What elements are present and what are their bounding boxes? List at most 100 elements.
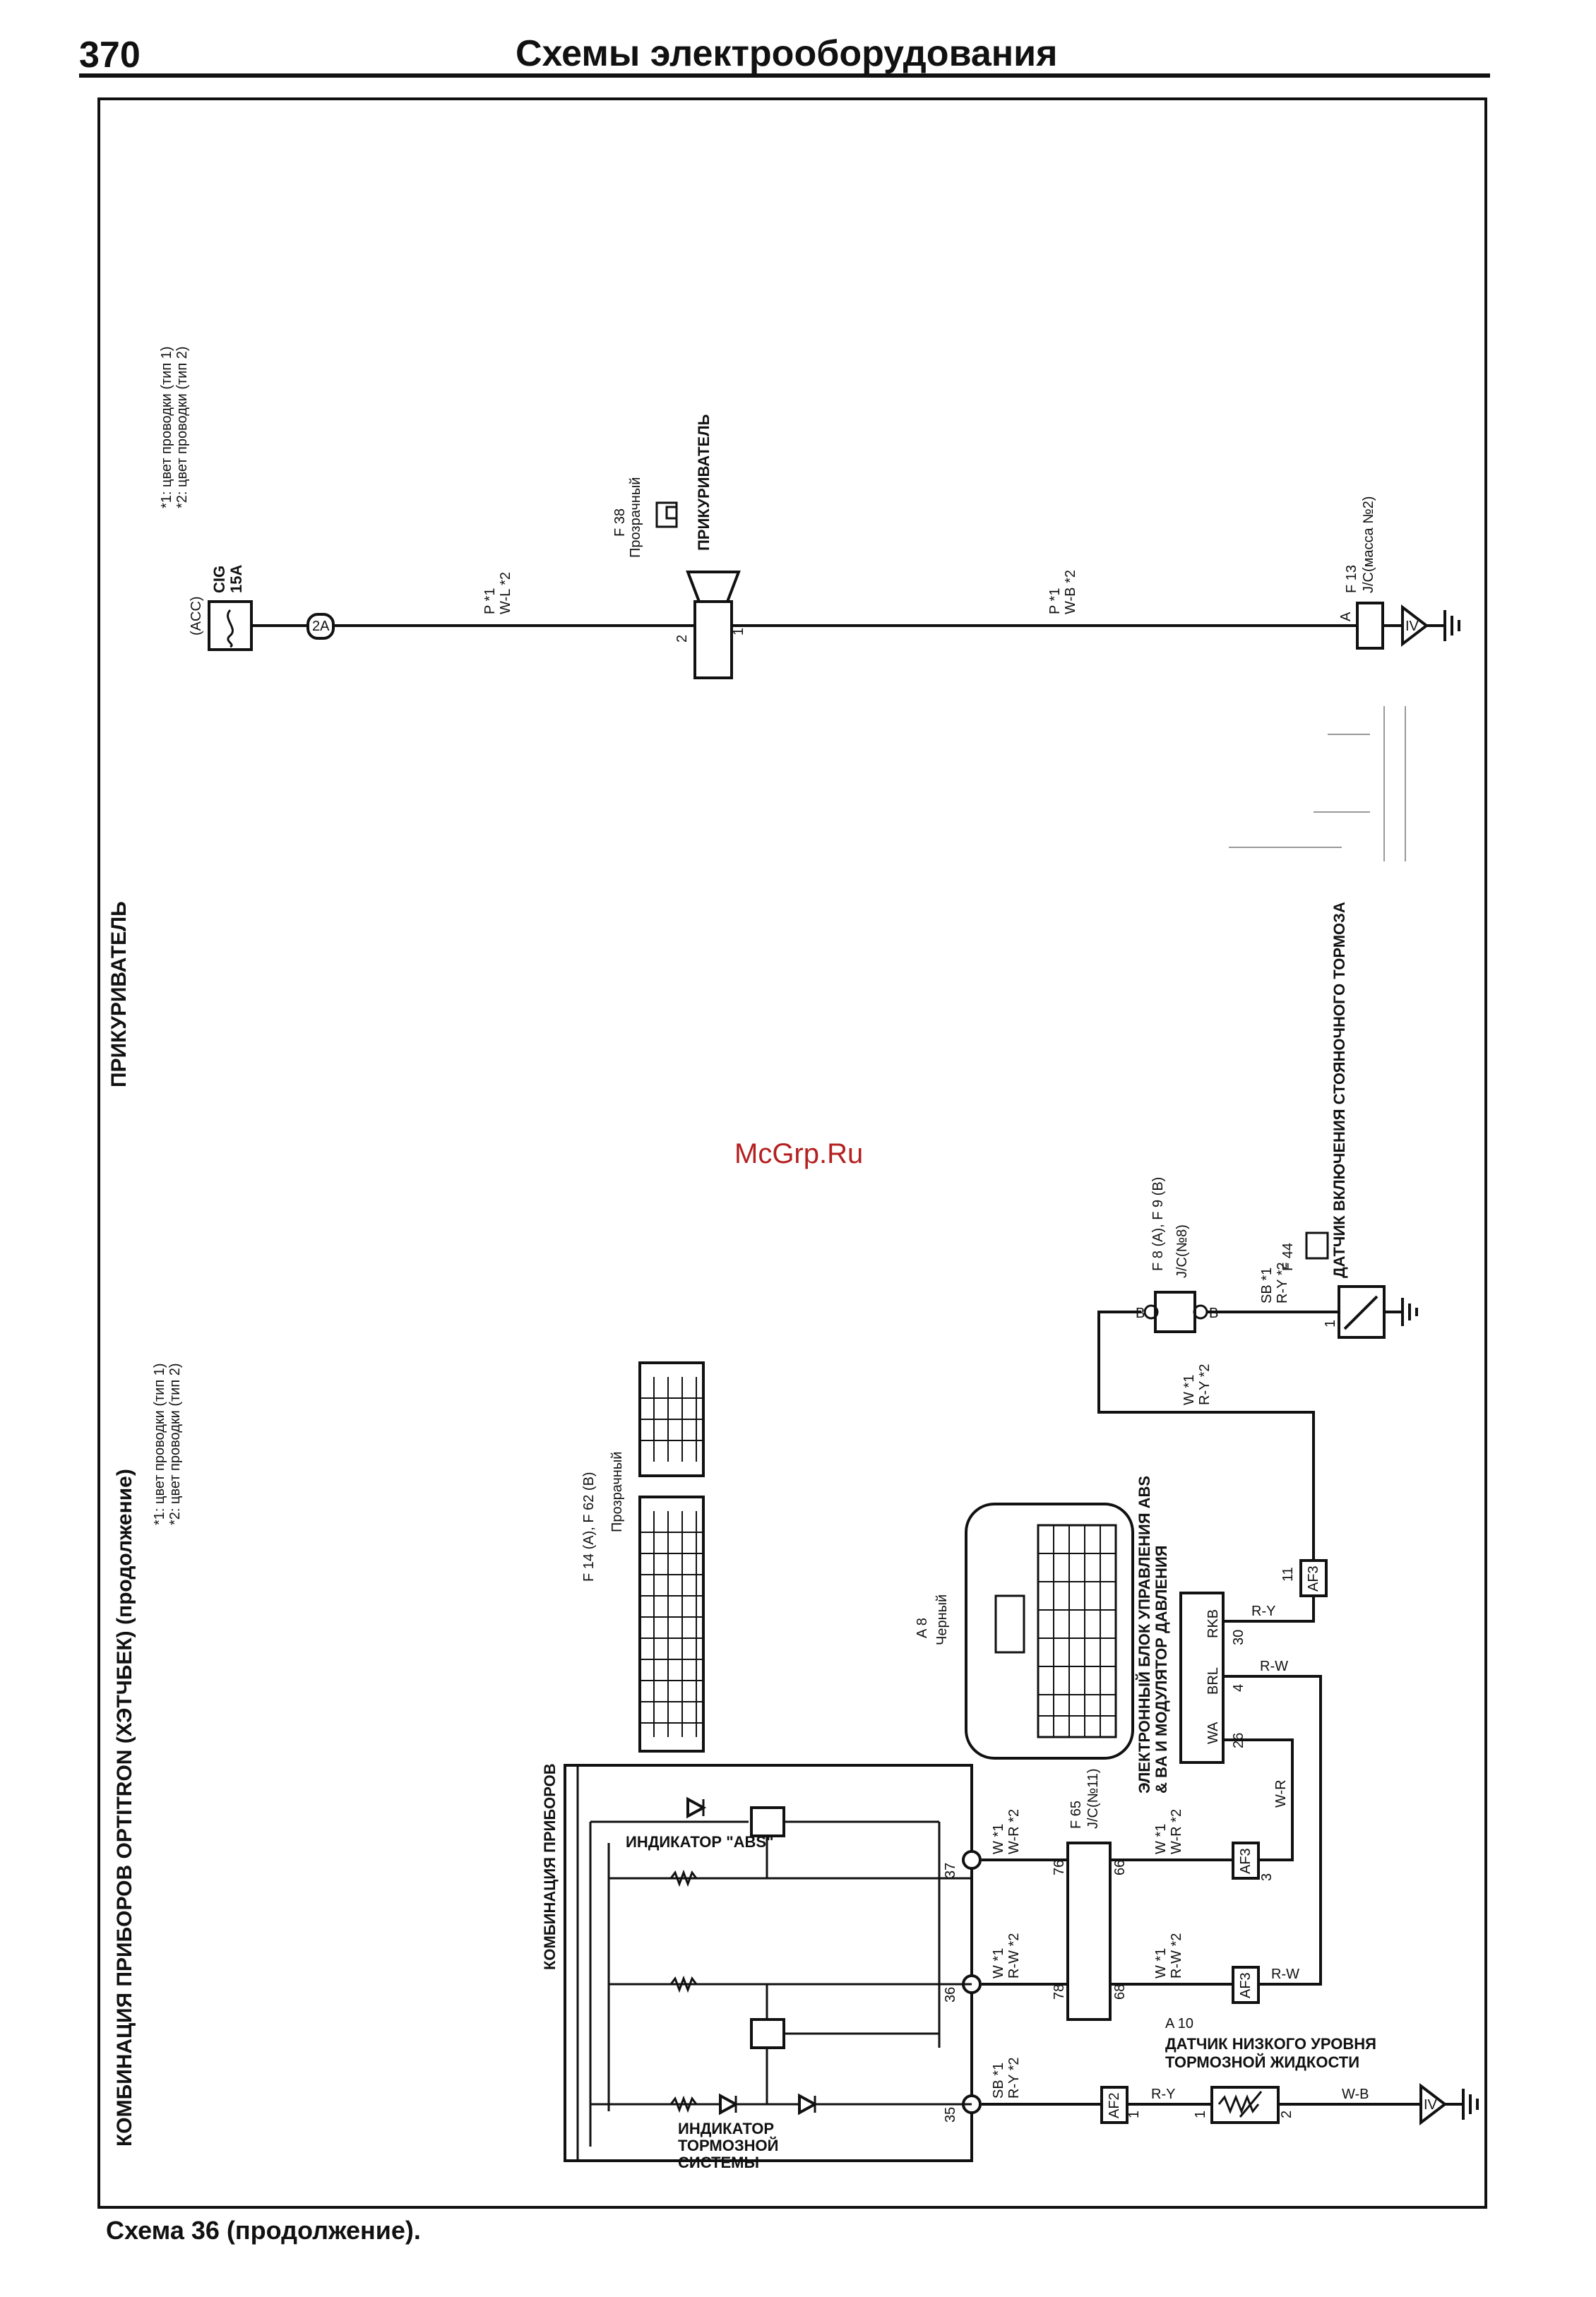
meter-connector-f62 bbox=[638, 1361, 705, 1477]
ground-iv-bottom: IV bbox=[1419, 2082, 1479, 2126]
w36-l2: R-W *2 bbox=[1006, 1933, 1022, 1979]
connector-2a-label: 2A bbox=[312, 619, 330, 634]
lighter-pin-left: 2 bbox=[674, 635, 690, 643]
wire-w-ry-l2: R-Y *2 bbox=[1197, 1364, 1213, 1405]
brake-fluid-sensor: 1 2 A 10 ДАТЧИК НИЗКОГО УРОВНЯ ТОРМОЗНОЙ… bbox=[1165, 2016, 1376, 2124]
abs-ecu: RKB BRL WA 30 4 26 ЭЛЕКТРОННЫЙ БЛОК УПРА… bbox=[1136, 1476, 1246, 1794]
junction-connector-8: B B J/C(№8) F 8 (A), F 9 (B) bbox=[1136, 1177, 1218, 1333]
meter-pin-36: 36 bbox=[943, 1987, 958, 2003]
fluid-code: A 10 bbox=[1165, 2016, 1193, 2031]
af2-tag: AF2 bbox=[1107, 2092, 1122, 2118]
ecu-name: ЭЛЕКТРОННЫЙ БЛОК УПРАВЛЕНИЯ ABS bbox=[1136, 1476, 1153, 1794]
jc-name: J/C(масса №2) bbox=[1361, 496, 1376, 593]
w35-l2: R-Y *2 bbox=[1006, 2057, 1022, 2099]
w36b-l1: W *1 bbox=[1153, 1948, 1169, 1979]
jc-code: F 13 bbox=[1344, 565, 1359, 593]
ecu-conn-code: A 8 bbox=[915, 1618, 930, 1638]
meter-conn-label: F 14 (A), F 62 (B) bbox=[581, 1472, 597, 1582]
jc11-pin-66: 66 bbox=[1112, 1860, 1128, 1875]
brake-indicator-label-1: ИНДИКАТОР bbox=[678, 2120, 774, 2137]
meter-pin-35: 35 bbox=[943, 2107, 958, 2123]
wire-rw-label-2: R-W bbox=[1271, 1967, 1299, 1982]
junction-connector-11: F 65 J/C(№11) 76 66 78 68 bbox=[1052, 1768, 1128, 2021]
ecu-pin-26-name: WA bbox=[1205, 1722, 1221, 1744]
jc8-refs: F 8 (A), F 9 (B) bbox=[1150, 1177, 1166, 1271]
wire-rw-label-1: R-W bbox=[1260, 1659, 1288, 1674]
connector-af3-mid: AF3 bbox=[1232, 1966, 1260, 2004]
lighter-name: ПРИКУРИВАТЕЛЬ bbox=[695, 414, 713, 551]
wire-ry-label: R-Y bbox=[1251, 1604, 1275, 1619]
wire-af3-ecu-30 bbox=[1223, 1596, 1315, 1623]
meter-conn-color: Прозрачный bbox=[609, 1452, 625, 1532]
ground-label-top: IV bbox=[1405, 619, 1419, 634]
w37b-l2: W-R *2 bbox=[1169, 1809, 1184, 1854]
connector-af2: AF2 1 bbox=[1100, 2086, 1142, 2124]
jc8-code: J/C(№8) bbox=[1174, 1224, 1190, 1278]
brake-indicator-label-2: ТОРМОЗНОЙ bbox=[678, 2137, 778, 2154]
wire2-l1: P *1 bbox=[1047, 588, 1063, 614]
watermark: McGrp.Ru bbox=[734, 1138, 864, 1169]
wire1-l1: P *1 bbox=[482, 588, 498, 614]
bottom-note-1: *1: цвет проводки (тип 1) bbox=[152, 1363, 167, 1525]
w37b-l1: W *1 bbox=[1153, 1824, 1169, 1854]
fuse-rating: 15A bbox=[227, 565, 245, 593]
fluid-name-2: ТОРМОЗНОЙ ЖИДКОСТИ bbox=[1165, 2053, 1359, 2071]
af3-mid-tag: AF3 bbox=[1238, 1972, 1253, 1998]
wire-wb-label: W-B bbox=[1342, 2087, 1369, 2102]
ecu-conn-color: Черный bbox=[934, 1594, 950, 1645]
abs-indicator-label: ИНДИКАТОР "ABS" bbox=[626, 1833, 774, 1851]
header-rule bbox=[79, 73, 1490, 78]
meter-connector-f14 bbox=[638, 1496, 705, 1753]
jc11-pin-68: 68 bbox=[1112, 1984, 1128, 2000]
af3-11-pin: 11 bbox=[1280, 1567, 1296, 1582]
wire-sb-ry-l1: SB *1 bbox=[1259, 1267, 1275, 1303]
wire-ecu-4 bbox=[1223, 1675, 1322, 1986]
w37-l1: W *1 bbox=[991, 1824, 1006, 1854]
ecu-name-2: & BA И МОДУЛЯТОР ДАВЛЕНИЯ bbox=[1153, 1546, 1170, 1794]
top-note-2: *2: цвет проводки (тип 2) bbox=[174, 346, 190, 508]
page-title: Схемы электрооборудования bbox=[516, 33, 1058, 74]
bottom-note-2: *2: цвет проводки (тип 2) bbox=[167, 1363, 183, 1525]
top-note-1: *1: цвет проводки (тип 1) bbox=[159, 346, 174, 508]
wire1-l2: W-L *2 bbox=[498, 572, 513, 614]
af3-3-pin: 3 bbox=[1259, 1873, 1275, 1881]
jc11-pin-76: 76 bbox=[1052, 1860, 1067, 1875]
w37-l2: W-R *2 bbox=[1006, 1809, 1022, 1854]
jc11-pin-78: 78 bbox=[1052, 1984, 1067, 2000]
w35-l1: SB *1 bbox=[991, 2063, 1006, 2099]
wire-wr-label: W-R bbox=[1273, 1779, 1289, 1808]
wire-ecu-26 bbox=[1223, 1738, 1294, 1861]
pb-code: F 44 bbox=[1280, 1243, 1296, 1271]
ecu-pin-30-name: RKB bbox=[1205, 1609, 1221, 1638]
connector-2a: 2A bbox=[251, 613, 335, 640]
ecu-pin-30: 30 bbox=[1231, 1630, 1246, 1645]
ecu-connector-a8 bbox=[965, 1503, 1134, 1760]
wire-jc8-af3 bbox=[1097, 1311, 1315, 1561]
jc11-code: F 65 bbox=[1068, 1801, 1084, 1829]
cigarette-lighter: 2 1 F 38 Прозрачный ПРИКУРИВАТЕЛЬ bbox=[612, 414, 746, 679]
lighter-color: Прозрачный bbox=[628, 477, 643, 558]
wire-w-ry-l1: W *1 bbox=[1181, 1375, 1197, 1405]
combination-meter: КОМБИНАЦИЯ ПРИБОРОВ 37 36 35 ИНДИКАТОР "… bbox=[541, 1763, 982, 2171]
lighter-pin-right: 1 bbox=[731, 628, 746, 636]
fuse-cig: CIG 15A (ACC) bbox=[189, 565, 253, 651]
wire-ry-label-2: R-Y bbox=[1151, 2087, 1175, 2102]
fluid-pin2: 2 bbox=[1279, 2111, 1294, 2118]
ground-label-bottom: IV bbox=[1424, 2097, 1438, 2113]
fluid-name-1: ДАТЧИК НИЗКОГО УРОВНЯ bbox=[1165, 2035, 1376, 2053]
section-title-lighter: ПРИКУРИВАТЕЛЬ bbox=[107, 901, 131, 1087]
lighter-code: F 38 bbox=[612, 508, 628, 537]
w36-l1: W *1 bbox=[991, 1948, 1006, 1979]
pb-pin: 1 bbox=[1323, 1320, 1338, 1328]
page-number: 370 bbox=[79, 35, 141, 76]
af3-11-tag: AF3 bbox=[1306, 1565, 1321, 1592]
wire-sb-ry-l2: R-Y *2 bbox=[1275, 1262, 1290, 1303]
brake-indicator-label-3: СИСТЕМЫ bbox=[678, 2154, 759, 2171]
figure-caption: Схема 36 (продолжение). bbox=[106, 2216, 421, 2245]
af2-pin: 1 bbox=[1126, 2111, 1142, 2118]
jc-pin: A bbox=[1338, 611, 1354, 621]
scan-artifacts bbox=[1229, 706, 1406, 861]
diagram-frame bbox=[97, 97, 1487, 2209]
fuse-name: CIG bbox=[210, 566, 228, 593]
